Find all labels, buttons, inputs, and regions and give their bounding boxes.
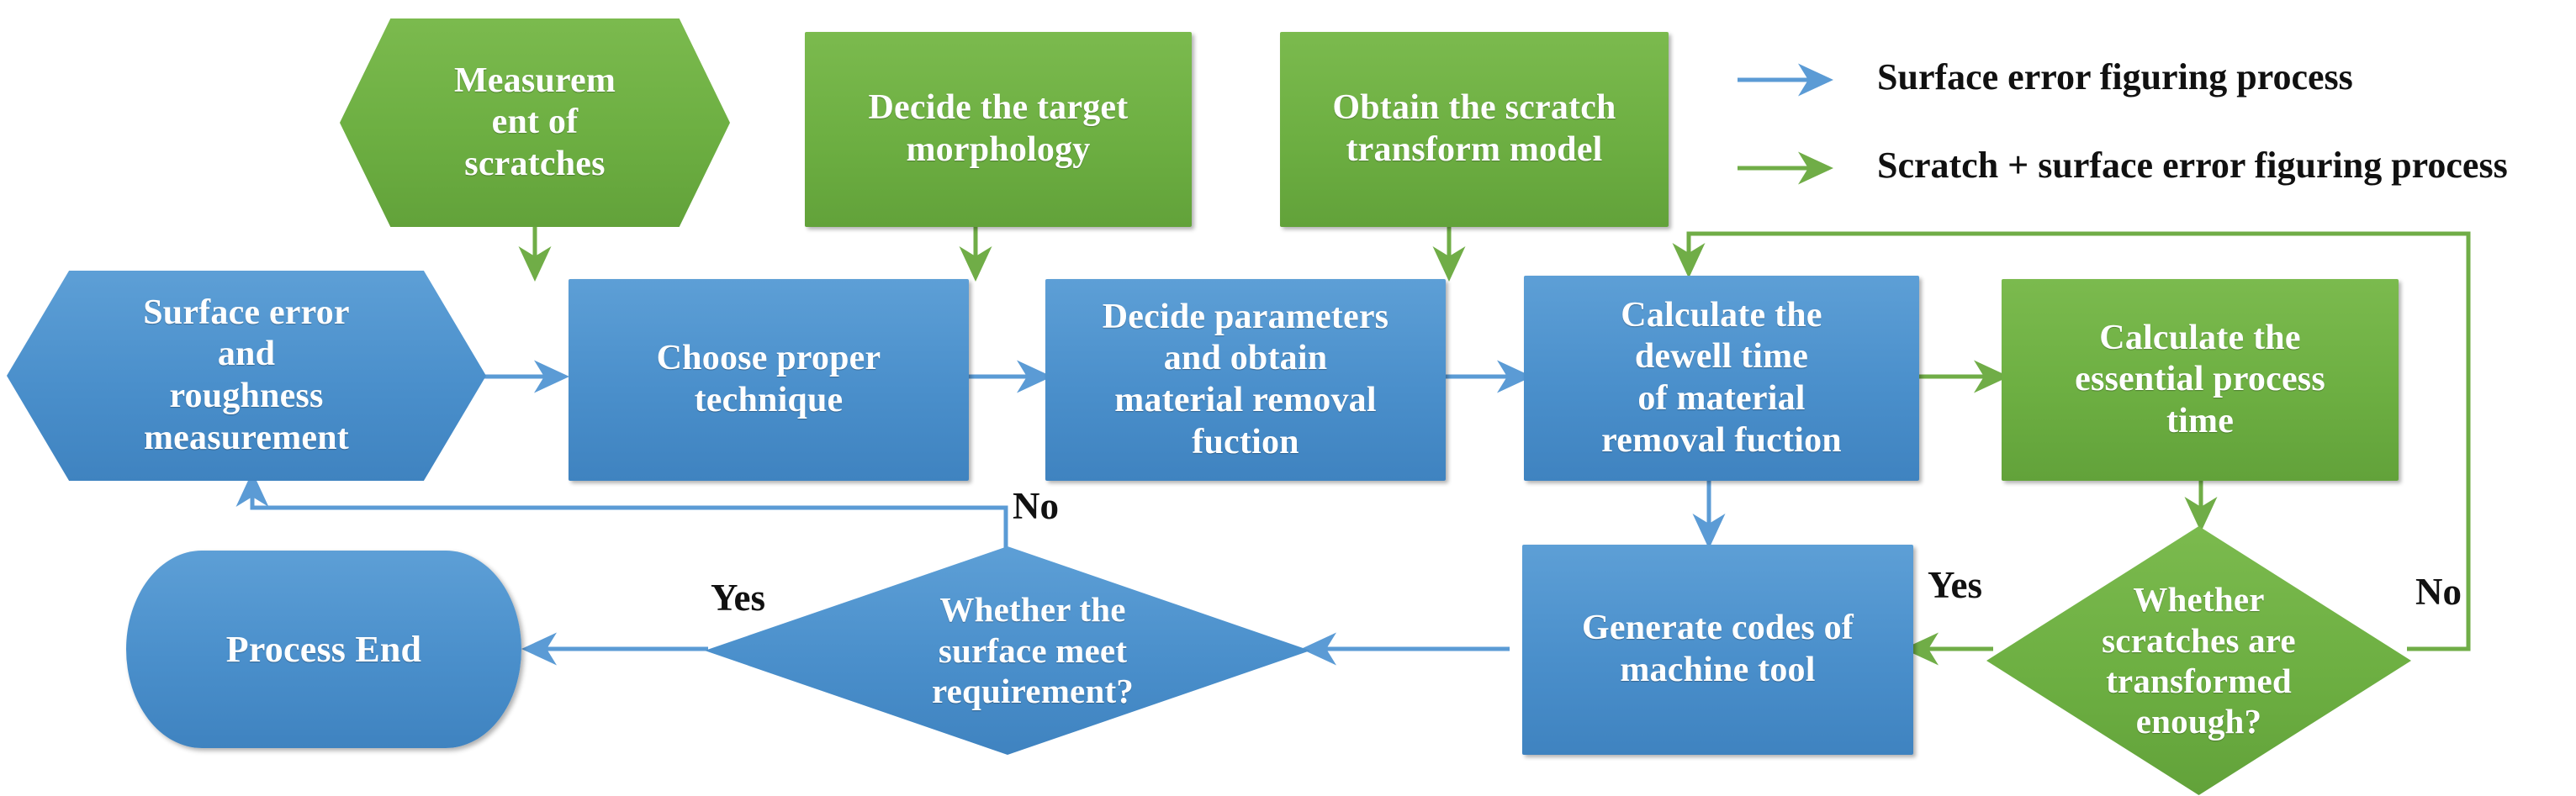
node-label-whether-surface-meet-requirement: Whether the surface meet requirement? bbox=[931, 590, 1134, 711]
node-calculate-essential-process-time[interactable]: Calculate the essential process time bbox=[2002, 279, 2399, 481]
legend-label-scratch-surface-error: Scratch + surface error figuring process bbox=[1877, 145, 2508, 186]
node-generate-codes[interactable]: Generate codes of machine tool bbox=[1522, 545, 1913, 755]
node-process-end[interactable]: Process End bbox=[126, 551, 521, 748]
node-measurement-of-scratches[interactable]: Measurem ent of scratches bbox=[340, 18, 730, 227]
node-label-whether-scratches-transformed: Whether scratches are transformed enough… bbox=[2102, 580, 2296, 741]
edge-label-no-scratches: No bbox=[2415, 571, 2462, 613]
node-calculate-dewell-time[interactable]: Calculate the dewell time of material re… bbox=[1524, 276, 1919, 481]
node-label-calculate-essential-process-time: Calculate the essential process time bbox=[2075, 318, 2325, 440]
node-label-process-end: Process End bbox=[225, 628, 422, 670]
node-whether-surface-meet-requirement[interactable]: Whether the surface meet requirement? bbox=[705, 546, 1310, 755]
node-whether-scratches-transformed[interactable]: Whether scratches are transformed enough… bbox=[1986, 526, 2411, 795]
node-label-obtain-scratch-transform-model: Obtain the scratch transform model bbox=[1332, 88, 1616, 169]
node-label-calculate-dewell-time: Calculate the dewell time of material re… bbox=[1601, 295, 1842, 460]
legend-arrow-blue-icon bbox=[1738, 65, 1847, 90]
edge-label-yes-surface: Yes bbox=[711, 577, 765, 619]
node-decide-target-morphology[interactable]: Decide the target morphology bbox=[805, 32, 1192, 227]
node-choose-proper-technique[interactable]: Choose proper technique bbox=[569, 279, 969, 481]
node-label-measurement-of-scratches: Measurem ent of scratches bbox=[453, 61, 616, 183]
node-label-decide-target-morphology: Decide the target morphology bbox=[868, 88, 1129, 169]
node-label-generate-codes: Generate codes of machine tool bbox=[1582, 609, 1854, 689]
node-surface-error-roughness-measurement[interactable]: Surface error and roughness measurement bbox=[7, 271, 486, 481]
edge-label-no-surface: No bbox=[1013, 485, 1059, 527]
edge-label-yes-scratches: Yes bbox=[1928, 564, 1982, 606]
legend-label-surface-error: Surface error figuring process bbox=[1877, 56, 2353, 98]
node-decide-parameters[interactable]: Decide parameters and obtain material re… bbox=[1045, 279, 1446, 481]
node-label-decide-parameters: Decide parameters and obtain material re… bbox=[1102, 297, 1389, 461]
legend-item-surface-error: Surface error figuring process bbox=[1738, 55, 2353, 98]
node-label-choose-proper-technique: Choose proper technique bbox=[656, 339, 881, 419]
legend-arrow-green-icon bbox=[1738, 153, 1847, 178]
node-obtain-scratch-transform-model[interactable]: Obtain the scratch transform model bbox=[1280, 32, 1669, 227]
legend-item-scratch-surface-error: Scratch + surface error figuring process bbox=[1738, 144, 2508, 187]
node-label-surface-error-roughness-measurement: Surface error and roughness measurement bbox=[143, 293, 350, 457]
